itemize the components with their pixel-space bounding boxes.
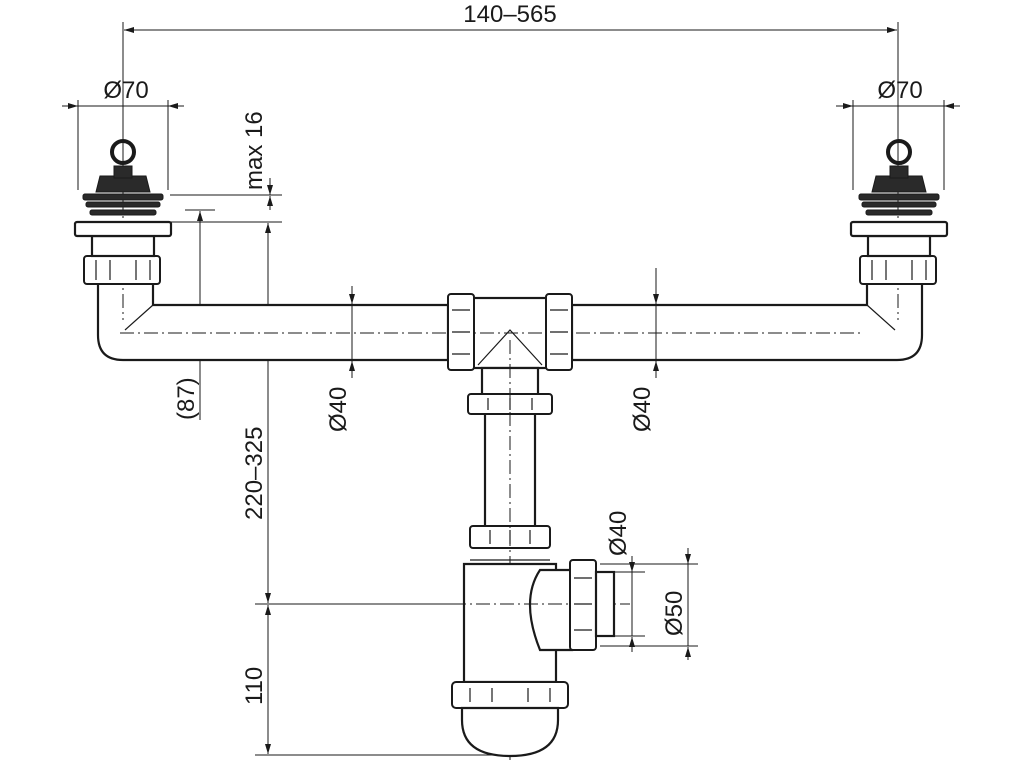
left-pipe-diameter-label: Ø40	[325, 387, 352, 432]
side-outlet-outer-label: Ø50	[661, 591, 688, 636]
bottle-trap	[380, 559, 630, 758]
pipe-offset-dimension: (87)	[173, 209, 215, 420]
right-outlet-diameter-label: Ø70	[877, 77, 922, 104]
flange-max-dimension: max 16	[170, 111, 282, 223]
trap-depth-dimension: 110	[241, 603, 520, 756]
height-dimension: 220–325	[220, 221, 282, 603]
side-outlet-outer-dimension: Ø50	[600, 548, 698, 660]
width-range-label: 140–565	[463, 1, 556, 28]
side-outlet	[569, 559, 616, 651]
tee-right-nut	[545, 293, 573, 371]
right-outlet-diameter-dimension: Ø70	[836, 77, 960, 190]
height-range-label: 220–325	[241, 427, 268, 520]
pipe-offset-label: (87)	[173, 377, 200, 420]
left-outlet-diameter-label: Ø70	[103, 77, 148, 104]
width-dimension: 140–565	[122, 1, 899, 190]
left-strainer	[73, 139, 173, 320]
left-outlet-diameter-dimension: Ø70	[62, 77, 184, 190]
trap-depth-label: 110	[241, 667, 268, 705]
tee-left-nut	[447, 293, 475, 371]
flange-max-label: max 16	[241, 111, 268, 190]
right-pipe-diameter-label: Ø40	[629, 387, 656, 432]
side-outlet-inner-label: Ø40	[605, 511, 632, 556]
right-pipe-diameter-dimension: Ø40	[629, 268, 659, 432]
side-outlet-inner-dimension: Ø40	[600, 511, 645, 652]
horizontal-pipe	[96, 280, 924, 370]
right-strainer	[849, 139, 949, 320]
left-pipe-diameter-dimension: Ø40	[325, 286, 355, 432]
